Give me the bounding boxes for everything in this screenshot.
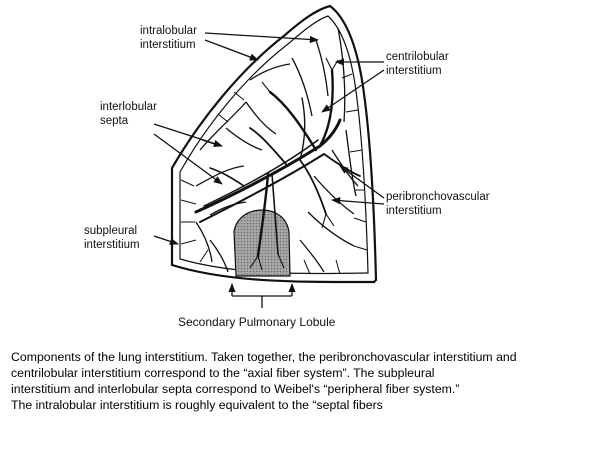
label-intralobular-line2: interstitium	[140, 39, 196, 51]
label-peribronchovascular-line1: peribronchovascular	[386, 191, 490, 203]
intralobular-arrow-1	[204, 32, 319, 44]
subpleural-inner-line	[179, 15, 369, 275]
diagram-canvas: intralobular interstitium centrilobular …	[84, 4, 490, 329]
centrilobular-branches	[249, 57, 339, 271]
label-arrows	[153, 32, 385, 308]
interlobular-arrow-2	[153, 133, 223, 185]
caption-line: centrilobular interstitium correspond to…	[11, 366, 435, 380]
interlobular-arrow-1	[153, 123, 223, 147]
label-secondary-pulmonary-lobule: Secondary Pulmonary Lobule	[178, 315, 336, 329]
subpleural-ticks	[180, 73, 368, 275]
label-centrilobular-line1: centrilobular	[386, 51, 449, 63]
pleura-outline	[170, 4, 378, 284]
lung-interstitium-diagram: intralobular interstitium centrilobular …	[84, 4, 490, 329]
centrilobular-arrow-2	[321, 69, 385, 113]
label-intralobular-line1: intralobular	[140, 25, 197, 37]
label-centrilobular-line2: interstitium	[386, 65, 442, 77]
caption-line: interstitium and interlobular septa corr…	[11, 382, 460, 396]
figure-caption: Components of the lung interstitium. Tak…	[11, 349, 595, 413]
caption-line: The intralobular interstitium is roughly…	[11, 398, 383, 412]
interlobular-septa-network	[195, 27, 359, 273]
label-interlobular-line2: septa	[100, 115, 129, 127]
intralobular-arrow-2	[204, 39, 259, 61]
caption-line: Components of the lung interstitium. Tak…	[11, 350, 517, 364]
label-interlobular-line1: interlobular	[100, 101, 157, 113]
subpleural-arrow	[153, 235, 179, 245]
peribronchovascular-arrow-2	[331, 196, 385, 205]
peribronchovascular-arrow-1	[339, 165, 385, 199]
label-subpleural-line1: subpleural	[84, 225, 137, 237]
label-peribronchovascular-line2: interstitium	[386, 205, 442, 217]
label-subpleural-line2: interstitium	[84, 239, 140, 251]
peribronchovascular-bundle	[194, 68, 361, 258]
